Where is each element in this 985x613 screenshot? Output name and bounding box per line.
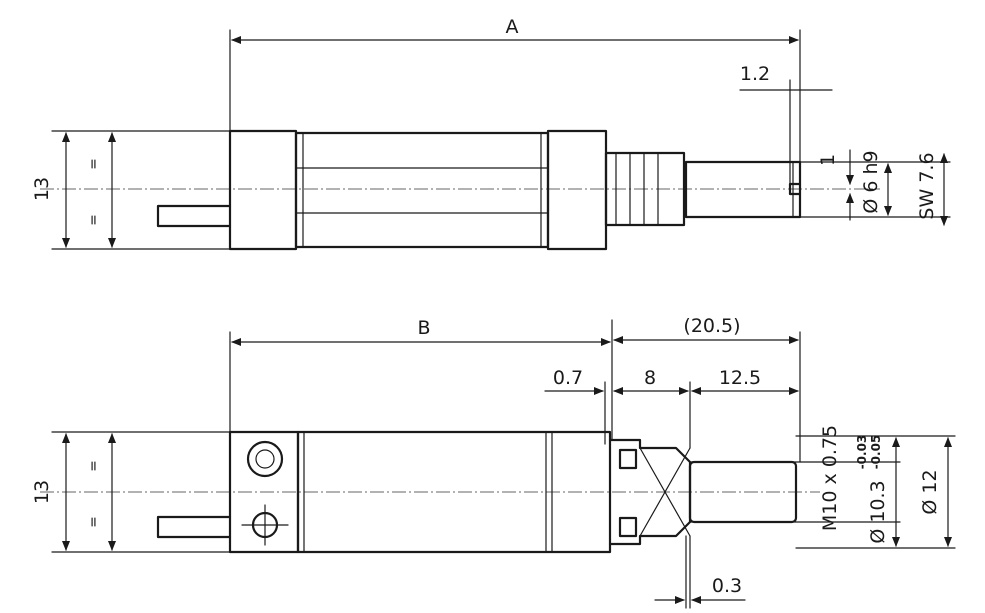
dim-top-height-label: 13 [31, 177, 53, 201]
dim-step-label: 1.2 [740, 63, 770, 85]
dim-extension-label: (20.5) [683, 315, 740, 337]
top-collar [604, 151, 686, 227]
top-shaft [684, 160, 802, 219]
top-right-cap [546, 129, 608, 251]
dim-flange-label: 8 [644, 367, 656, 389]
top-body [294, 131, 550, 249]
dim-pin-label: 12.5 [719, 367, 761, 389]
top-cable [156, 204, 232, 228]
dim-slot-depth-label: 1 [817, 154, 839, 166]
flange-stud-lower [618, 516, 638, 538]
dim-gap-label: 0.7 [553, 367, 583, 389]
dim-b-label: B [417, 317, 430, 339]
top-equal-upper: = [86, 158, 102, 170]
bottom-cable [156, 515, 232, 539]
dim-wrench-label: SW 7.6 [916, 152, 938, 219]
dim-bottom-height-label: 13 [31, 480, 53, 504]
dim-offset-label: 0.3 [712, 575, 742, 597]
mount-hole-upper [246, 440, 284, 478]
top-view: A 1.2 13 = = 1 Ø 6 h9 SW 7.6 [31, 16, 951, 251]
dim-spigot-label: Ø 10.3 [867, 480, 889, 543]
dim-spigot-tol-upper: -0.03 [855, 435, 869, 470]
dim-shaft-label: Ø 6 h9 [860, 150, 882, 213]
flange-stud-upper [618, 448, 638, 470]
bottom-body [296, 430, 612, 554]
top-equal-lower: = [86, 214, 102, 226]
bottom-view: B (20.5) 0.7 8 12.5 0.3 13 = = M10 x 0. [31, 315, 956, 609]
bottom-equal-upper: = [86, 460, 102, 472]
dim-spigot-tol-lower: -0.05 [869, 435, 883, 470]
dim-pin-dia-label: Ø 12 [919, 469, 941, 514]
dim-a-label: A [506, 16, 519, 38]
bottom-equal-lower: = [86, 516, 102, 528]
top-left-cap [228, 129, 298, 251]
dim-thread-label: M10 x 0.75 [819, 425, 841, 531]
top-slot [788, 182, 802, 196]
